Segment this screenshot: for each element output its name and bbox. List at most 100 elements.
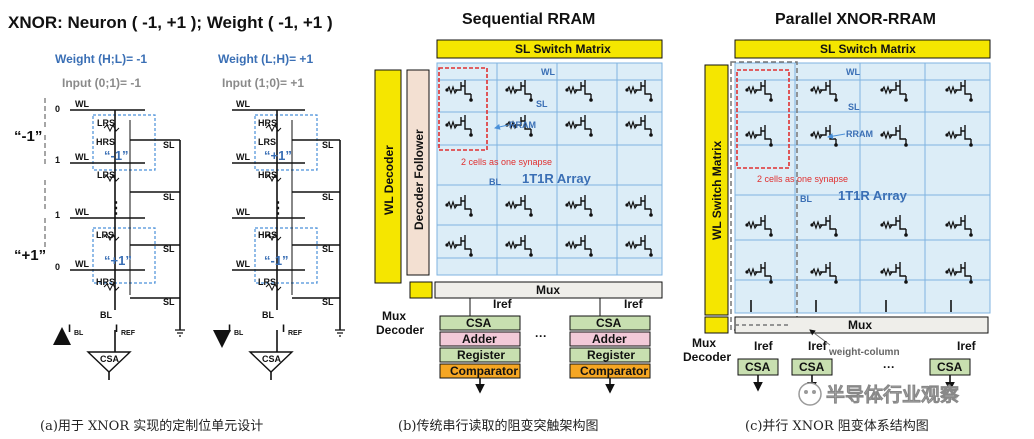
iref-label: I (282, 323, 285, 335)
array-c-cells (744, 79, 974, 312)
sl-switch-label: SL Switch Matrix (820, 42, 916, 56)
cell-value-top: “-1” (104, 148, 129, 163)
csa-block-label: CSA (596, 316, 622, 330)
side-label-neg: “-1” (14, 128, 42, 145)
synapse-box (438, 67, 488, 151)
csa-block-label: CSA (937, 360, 963, 374)
register-block (569, 347, 651, 363)
lrs-label: LRS (97, 118, 115, 128)
decoder-follower (406, 69, 430, 276)
hrs-label: HRS (258, 230, 277, 240)
lrs-label: LRS (97, 170, 115, 180)
mux-decoder-block (409, 281, 433, 299)
wl-label: WL (75, 207, 89, 217)
watermark-text: 半导体行业观察 (826, 383, 960, 406)
adder-block-label: Adder (462, 332, 497, 346)
sl-label: SL (322, 192, 334, 202)
decoder-follower-label: Decoder Follower (412, 129, 426, 230)
wl-label: WL (236, 207, 250, 217)
synapse-note: 2 cells as one synapse (757, 174, 848, 184)
iref-sub-label: REF (288, 330, 303, 337)
register-block (439, 347, 521, 363)
cell-value-bottom: “-1” (264, 253, 289, 268)
mux-decoder-label-2: Decoder (376, 323, 424, 337)
hrs-label: HRS (258, 118, 277, 128)
csa-block-label: CSA (466, 316, 492, 330)
mux-label: Mux (848, 318, 872, 332)
panel-c: Parallel XNOR-RRAM SL Switch Matrix WL S… (683, 11, 991, 434)
cell-value-top: “+1” (264, 148, 292, 163)
row-index-1: 0 (55, 104, 60, 114)
watermark: 半导体行业观察 (798, 382, 960, 406)
mux-b (434, 281, 663, 299)
side-label-pos: “+1” (14, 247, 46, 264)
ibl-label: I (68, 323, 71, 335)
csa-block-label: CSA (799, 360, 825, 374)
bl-label: BL (489, 177, 501, 187)
wl-label: WL (75, 152, 89, 162)
register-block-label: Register (587, 348, 635, 362)
panel-b-caption: (b)传统串行读取的阻变突触架构图 (398, 418, 598, 434)
sl-label: SL (322, 297, 334, 307)
ibl-label: I (228, 323, 231, 335)
array-label: 1T1R Array (522, 171, 592, 186)
csa-block (439, 315, 521, 331)
mux-decoder-label: Mux (382, 309, 406, 323)
synapse-box (736, 69, 790, 169)
array-b (436, 62, 663, 276)
panel-a-caption: (a)用于 XNOR 实现的定制位单元设计 (40, 418, 263, 434)
lrs-label: LRS (258, 137, 276, 147)
right-input-label: Input (1;0)= +1 (222, 76, 304, 90)
wl-label: WL (236, 259, 250, 269)
hrs-label: HRS (96, 277, 115, 287)
ibl-sub-label: BL (234, 330, 244, 337)
read-stack-1: CSA Adder Register Comparator Iref (439, 297, 521, 394)
iref-label: Iref (808, 339, 828, 353)
adder-block (569, 331, 651, 347)
sl-label: SL (163, 244, 175, 254)
mux-label: Mux (536, 283, 560, 297)
wl-label: WL (236, 152, 250, 162)
left-input-label: Input (0;1)= -1 (62, 76, 141, 90)
register-block-label: Register (457, 348, 505, 362)
weight-column-box (730, 61, 798, 331)
bl-label: BL (800, 194, 812, 204)
iref-label: Iref (624, 297, 644, 311)
iref-label: Iref (493, 297, 513, 311)
right-weight-label: Weight (L;H)= +1 (218, 52, 313, 66)
csa-block-label: CSA (745, 360, 771, 374)
wl-decoder-label: WL Decoder (382, 145, 396, 215)
left-weight-label: Weight (H;L)= -1 (55, 52, 147, 66)
left-circuit: WL WL WL WL SL SL SL SL LRS HRS LRS LRS … (53, 99, 185, 380)
mux-decoder-block (704, 316, 729, 334)
csa-row: CSA CSA CSA Iref Iref Iref ··· (737, 339, 977, 392)
csa-label: CSA (262, 354, 282, 364)
iref-sub-label: REF (121, 330, 136, 337)
iref-label: I (115, 323, 118, 335)
wl-decoder (374, 69, 402, 284)
lrs-label: LRS (258, 277, 276, 287)
right-circuit: WL WL WL WL SL SL SL SL HRS LRS HRS HRS … (213, 99, 345, 380)
sl-switch-label: SL Switch Matrix (515, 42, 611, 56)
csa-block (569, 315, 651, 331)
wl-label: WL (75, 99, 89, 109)
panel-c-title: Parallel XNOR-RRAM (775, 11, 936, 28)
mux-decoder-label-2: Decoder (683, 350, 731, 364)
rram-label: RRAM (509, 120, 536, 130)
panel-b-title: Sequential RRAM (462, 11, 595, 28)
wechat-icon (798, 382, 822, 406)
row-index-4: 0 (55, 262, 60, 272)
wl-label: WL (541, 67, 555, 77)
panel-a: XNOR: Neuron ( -1, +1 ); Weight ( -1, +1… (8, 13, 345, 434)
sl-label: SL (536, 99, 548, 109)
panel-c-caption: (c)并行 XNOR 阻变体系结构图 (745, 418, 929, 434)
ibl-sub-label: BL (74, 330, 84, 337)
comparator-block-label: Comparator (450, 364, 518, 378)
panel-b: Sequential RRAM SL Switch Matrix WL Deco… (374, 11, 663, 434)
cell-value-bottom: “+1” (104, 253, 132, 268)
wl-switch-label: WL Switch Matrix (710, 141, 724, 240)
sl-switch-matrix (734, 39, 991, 59)
vertical-dots: ⋮ (108, 200, 124, 217)
adder-block (439, 331, 521, 347)
sl-label: SL (322, 140, 334, 150)
